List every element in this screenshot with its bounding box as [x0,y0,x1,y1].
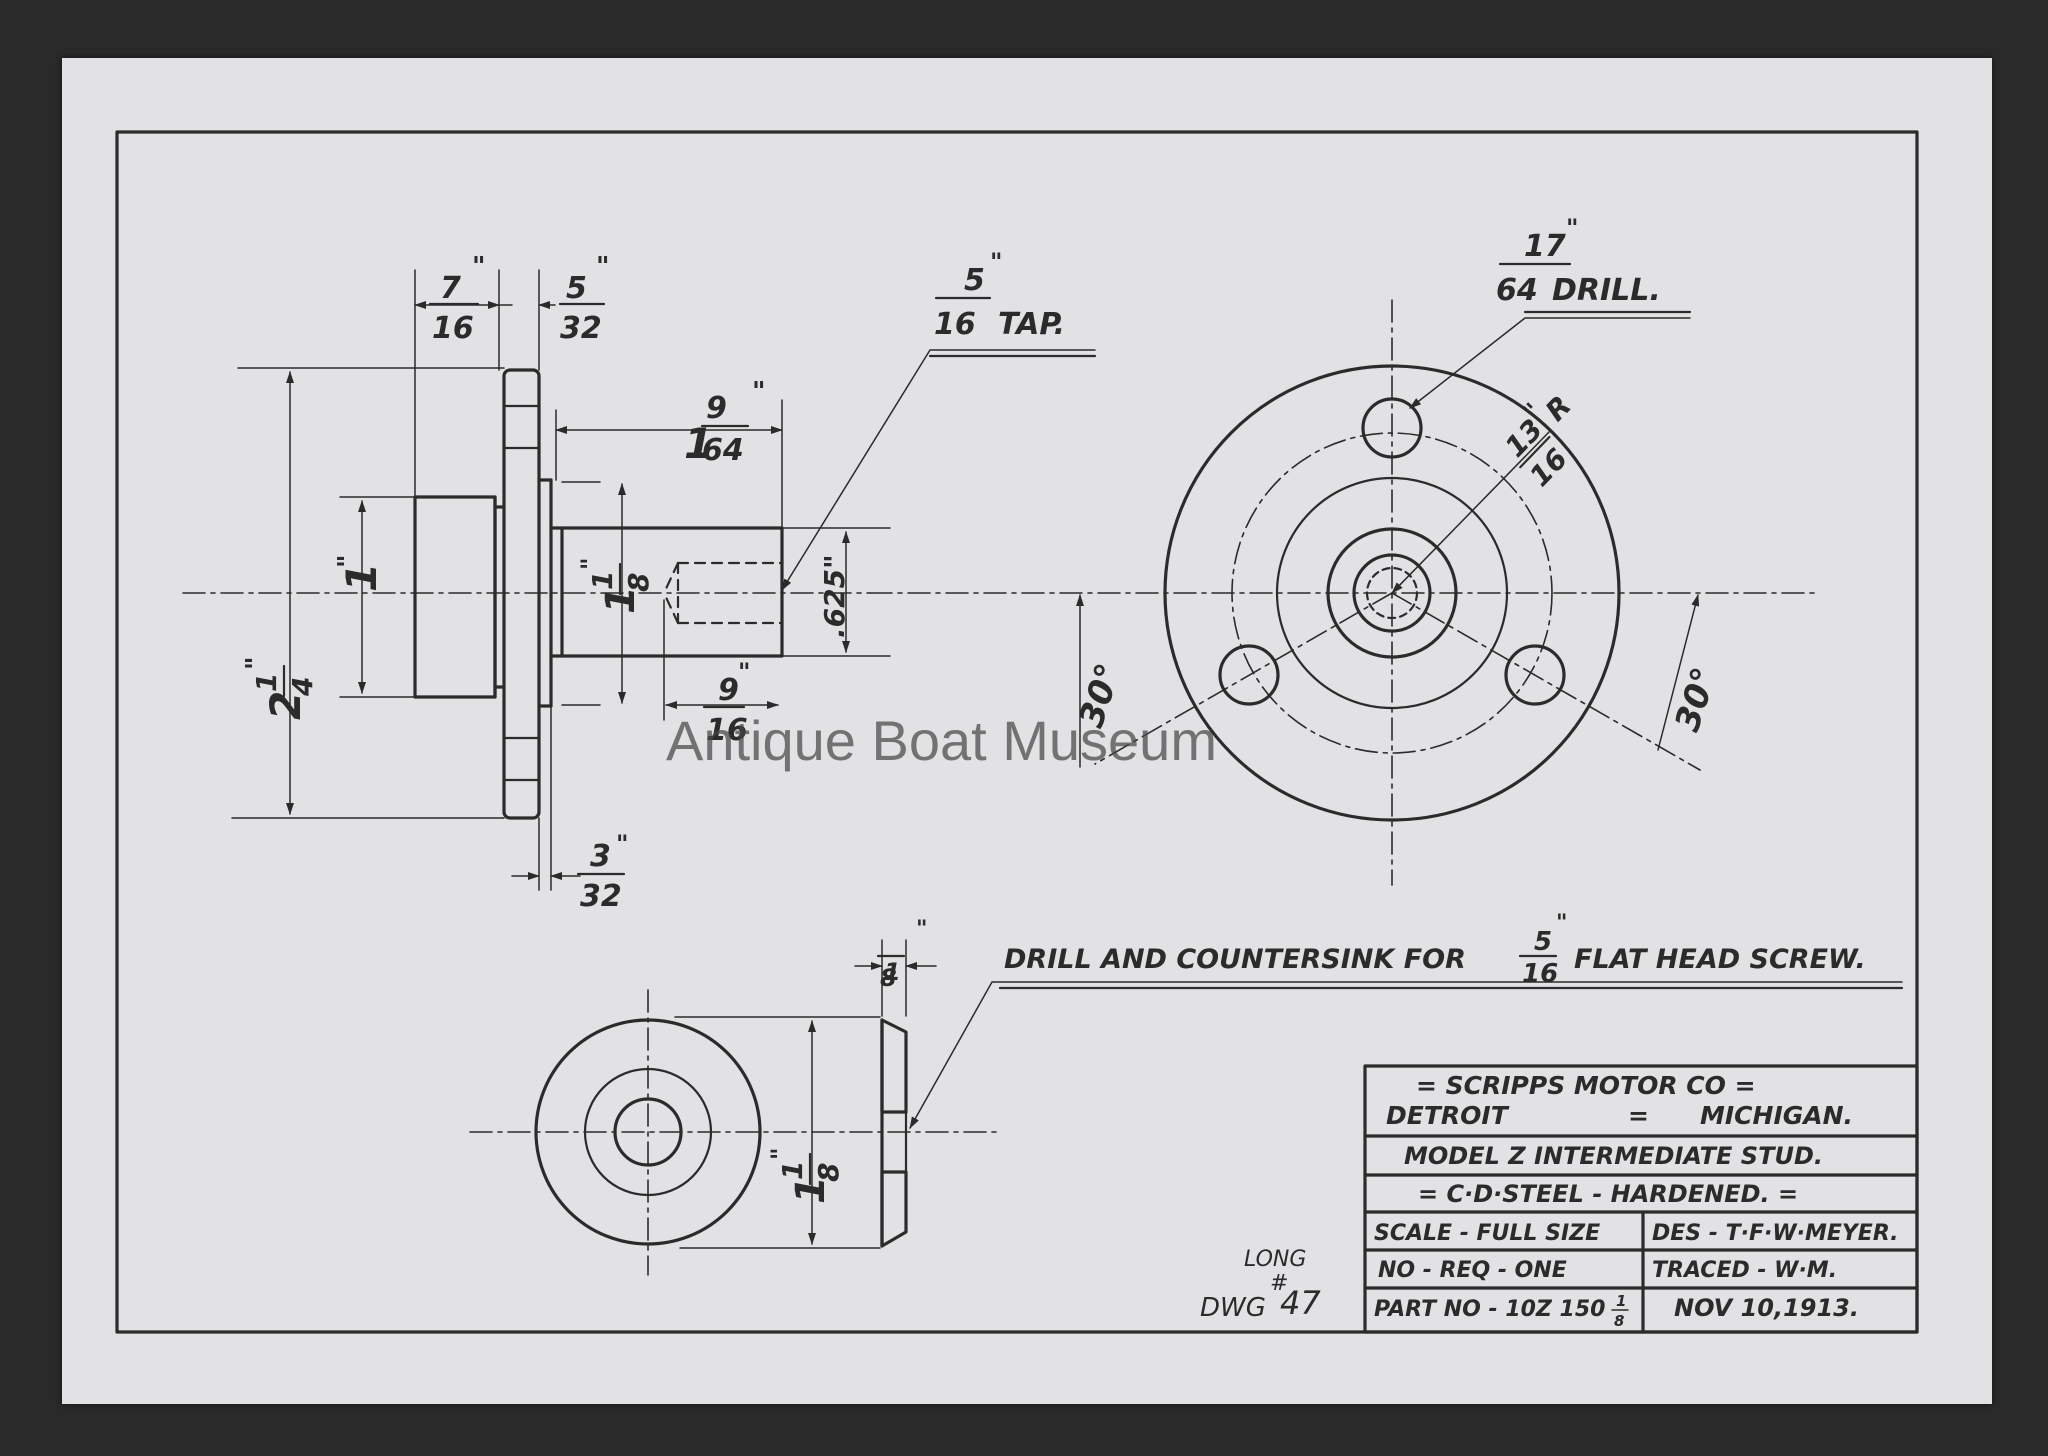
dim-numerator: 5 [566,271,587,306]
drawing-number-value: 47 [1280,1284,1321,1322]
dim-shank-diameter: 1 1 8 " [576,557,655,614]
title-material: = C·D·STEEL - HARDENED. = [1418,1180,1798,1208]
title-date: NOV 10,1913. [1674,1294,1859,1322]
tracing-sheet [62,58,1992,1404]
dim-denominator: 16 [1522,959,1558,989]
dim-unit: " [916,917,927,942]
dim-unit: " [1556,911,1567,936]
dim-washer-thickness: 1 " 8 [876,917,927,992]
title-city: DETROIT [1386,1101,1510,1130]
title-part-name: MODEL Z INTERMEDIATE STUD. [1404,1142,1823,1170]
dim-tap-depth: 9 " 16 [702,658,751,748]
dim-hub-diameter: 1 " [333,554,386,592]
dim-numerator: 17 [1524,229,1566,264]
fraction-denominator: 8 [1614,1312,1624,1330]
dim-numerator: 5 [964,263,985,298]
title-separator: = [1628,1101,1649,1130]
angle-value: 30° [1667,663,1725,737]
dim-unit: " [990,248,1003,276]
dim-denominator: 16 [432,311,474,346]
callout-label: TAP. [998,307,1065,342]
watermark: Antique Boat Museum [666,709,1217,772]
dim-numerator: 1 [776,1161,809,1180]
dim-recess-width: 3 " 32 [576,830,629,914]
tap-callout: 5 " 16 TAP. [934,248,1065,342]
title-part-number: PART NO - 10Z 150 [1374,1297,1605,1322]
dim-numerator: 1 [586,571,619,590]
dim-whole: 1 [684,419,713,468]
dim-denominator: 8 [812,1163,845,1182]
drawing-border [115,130,1919,1334]
dim-numerator: 9 [706,391,727,426]
dim-unit: " [766,1147,794,1160]
title-designer: DES - T·F·W·MEYER. [1652,1221,1899,1246]
drill-callout: 17 " 64 DRILL. [1496,214,1661,308]
callout-label: DRILL. [1552,273,1661,308]
title-tracer: TRACED - W·M. [1652,1258,1837,1283]
dim-whole: 1 [337,563,386,592]
title-quantity: NO - REQ - ONE [1378,1258,1567,1283]
dim-unit: " [333,554,363,568]
title-block [1363,1064,1919,1334]
dim-denominator: 64 [702,433,744,468]
dim-denominator: 16 [706,713,748,748]
callout-prefix: DRILL AND COUNTERSINK FOR [1004,944,1466,975]
title-scale: SCALE - FULL SIZE [1374,1221,1600,1246]
dim-numerator: 9 [718,673,739,708]
dim-unit: " [752,377,766,407]
dim-unit: " [1566,214,1579,242]
side-view-dimension-lines [231,269,1097,891]
dim-unit: " [616,830,629,858]
dim-unit: " [241,656,271,670]
callout-suffix: FLAT HEAD SCREW. [1574,944,1866,975]
title-part-number-fraction: 1 8 [1611,1292,1629,1330]
washer-views [469,939,1904,1276]
dim-unit: " [472,252,486,282]
countersink-callout: DRILL AND COUNTERSINK FOR 5 " 16 FLAT HE… [1004,911,1866,989]
dim-denominator: 64 [1496,273,1538,308]
dim-numerator: 7 [440,271,461,306]
drawing-hash: # [1270,1271,1288,1296]
dim-unit: " [738,658,751,686]
dim-unit: " [576,557,604,570]
dim-angle-right: 30° [1667,663,1725,737]
dim-pilot-diameter: .625" [818,554,851,638]
dim-shank-length: 1 9 64 " [684,377,766,468]
dim-denominator: 32 [580,879,622,914]
dim-flange-diameter: 2 1 4 " [241,656,319,720]
dim-value: .625" [818,554,851,638]
dim-washer-diameter: 1 1 8 " [766,1147,845,1204]
dim-whole: 2 [261,691,310,720]
title-company: = SCRIPPS MOTOR CO = [1416,1071,1756,1100]
dim-numerator: 1 [250,673,283,692]
dim-numerator: 1 [884,958,901,986]
dim-unit: " [596,252,610,282]
dim-numerator: 3 [590,839,611,874]
dim-denominator: 32 [560,311,602,346]
dim-denominator: 8 [622,573,655,592]
dim-suffix: R [1539,389,1578,427]
title-state: MICHIGAN. [1700,1101,1853,1130]
flange-end-view [869,299,1821,886]
drawing-prefix: DWG [1200,1293,1266,1323]
dim-denominator: 8 [880,964,897,992]
dim-denominator: 4 [286,677,319,697]
drawing-number: LONG DWG # 47 [1200,1247,1321,1323]
dim-flange-thickness: 5 " 32 [558,252,610,346]
dim-denominator: 16 [934,307,976,342]
dim-numerator: 5 [1534,927,1552,957]
drawing-note: LONG [1244,1247,1306,1272]
dim-flange-width: 7 " 16 [428,252,486,346]
fraction-numerator: 1 [1616,1292,1626,1310]
stud-side-view [182,368,871,820]
